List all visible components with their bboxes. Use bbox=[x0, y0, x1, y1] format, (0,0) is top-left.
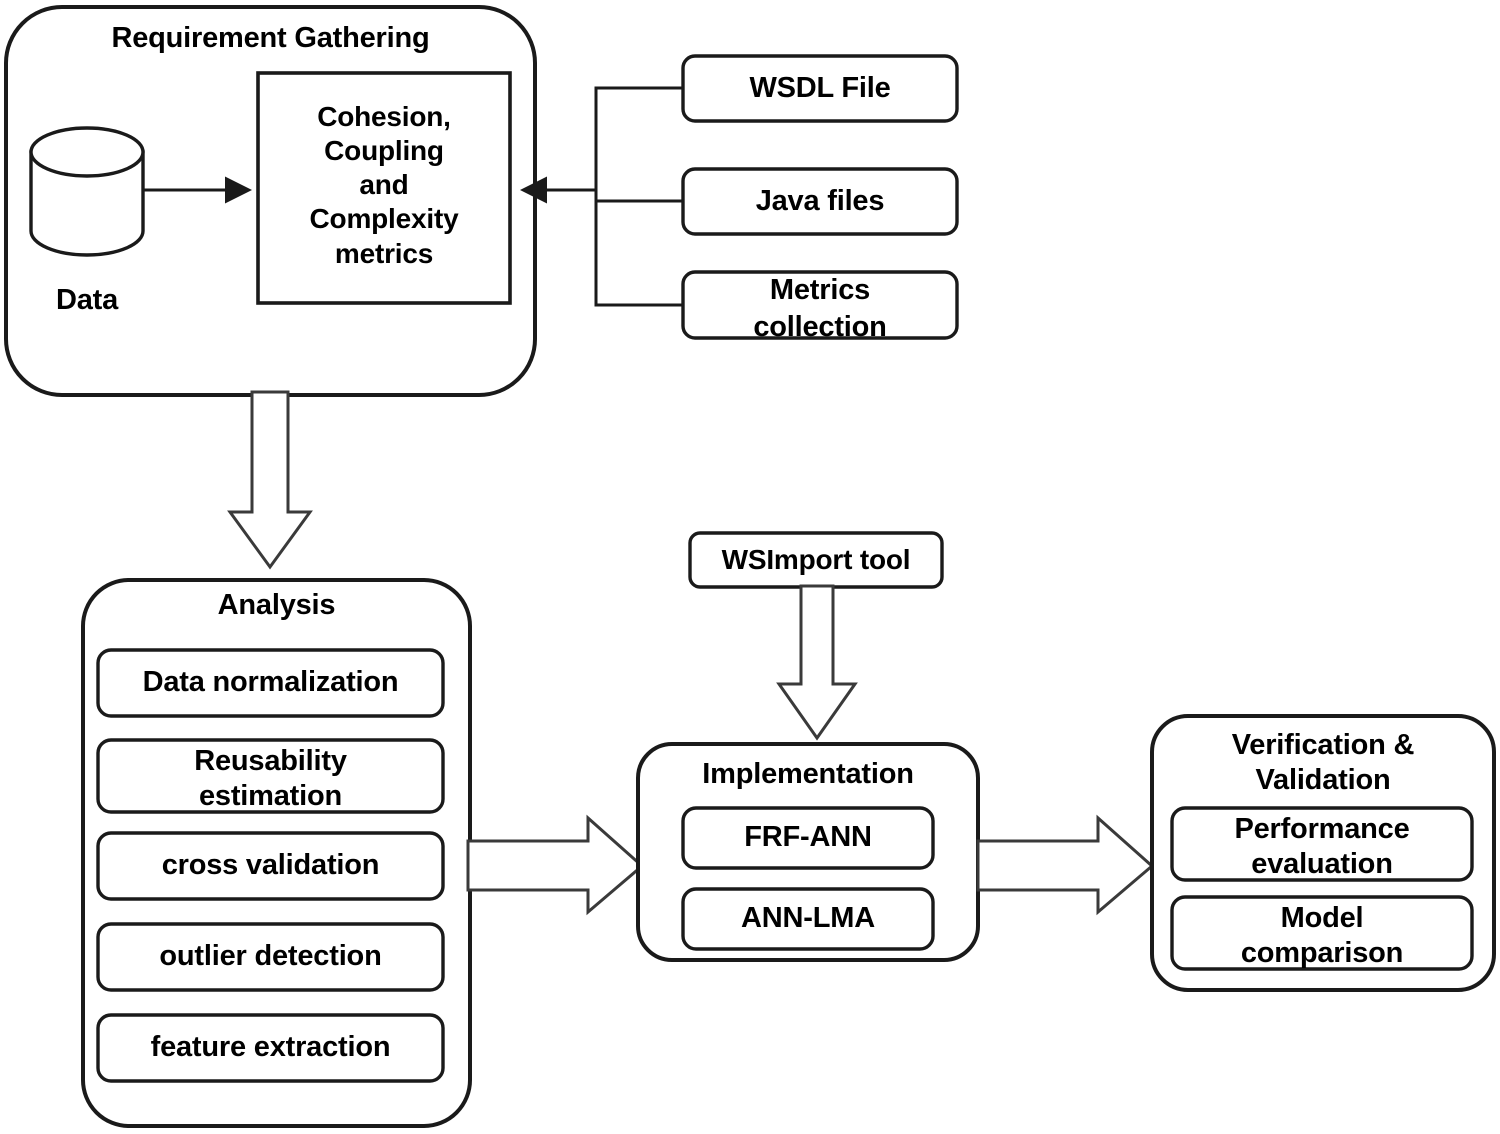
implementation-item-label-1: ANN-LMA bbox=[741, 902, 875, 934]
verification-item-label-0: Performance evaluation bbox=[1234, 813, 1410, 880]
data-store-label: Data bbox=[55, 284, 119, 316]
analysis-item-label-4: feature extraction bbox=[150, 1031, 391, 1063]
implementation-item-label-0: FRF-ANN bbox=[744, 821, 872, 853]
input-label-wsdl: WSDL File bbox=[749, 72, 891, 104]
verification-title: Verification & Validation bbox=[1231, 729, 1415, 796]
wsimport-to-implementation-arrow bbox=[776, 584, 858, 741]
input-label-metrics-collection: Metrics collection bbox=[753, 274, 887, 343]
implementation-to-verification-arrow bbox=[976, 814, 1155, 916]
implementation-title: Implementation bbox=[702, 758, 914, 790]
analysis-item-box-3[interactable] bbox=[96, 922, 445, 992]
analysis-item-label-3: outlier detection bbox=[159, 940, 382, 972]
wsimport-label: WSImport tool bbox=[721, 544, 911, 575]
analysis-item-box-4[interactable] bbox=[96, 1013, 445, 1083]
analysis-item-box-1[interactable] bbox=[96, 738, 445, 814]
analysis-to-implementation-arrow bbox=[466, 814, 645, 916]
inputs-bus-connector bbox=[520, 86, 683, 307]
data-store-cylinder bbox=[29, 126, 145, 257]
requirement-to-analysis-arrow bbox=[227, 390, 313, 570]
analysis-item-box-0[interactable] bbox=[96, 648, 445, 718]
analysis-item-label-0: Data normalization bbox=[142, 666, 399, 698]
verification-item-label-1: Model comparison bbox=[1240, 902, 1404, 969]
input-label-java: Java files bbox=[755, 185, 885, 217]
requirement-gathering-title: Requirement Gathering bbox=[111, 22, 430, 54]
implementation-item-box-1[interactable] bbox=[681, 887, 935, 951]
analysis-title: Analysis bbox=[217, 589, 336, 621]
verification-item-box-0[interactable] bbox=[1170, 806, 1474, 882]
implementation-item-box-0[interactable] bbox=[681, 806, 935, 870]
verification-item-box-1[interactable] bbox=[1170, 895, 1474, 971]
analysis-item-box-2[interactable] bbox=[96, 831, 445, 901]
analysis-item-label-1: Reusability estimation bbox=[194, 745, 347, 812]
analysis-item-label-2: cross validation bbox=[161, 849, 380, 881]
metrics-box bbox=[256, 71, 512, 305]
metrics-box-label: Cohesion, Coupling and Complexity metric… bbox=[309, 101, 459, 269]
